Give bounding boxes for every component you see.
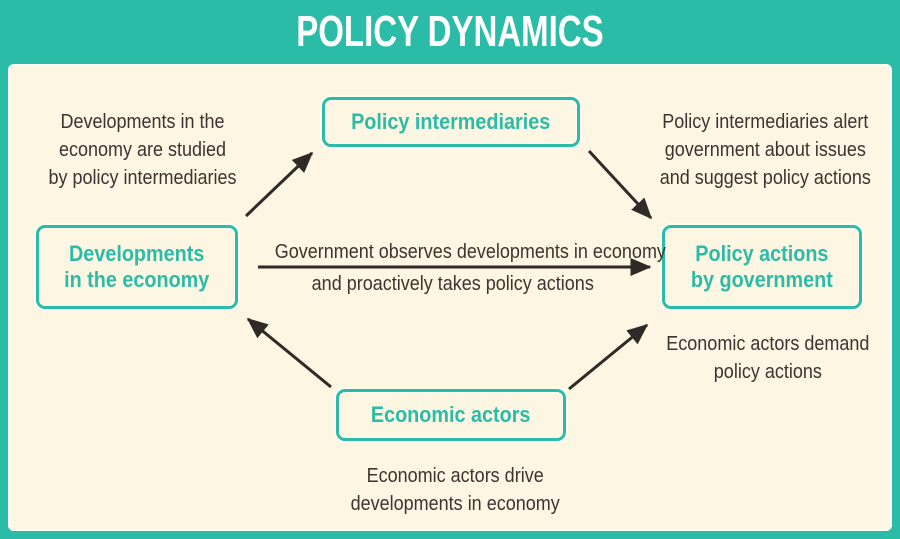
node-policy-actions-by-government-label: Policy actions by government <box>691 241 833 292</box>
annotation-bottom-text: Economic actors drive developments in ec… <box>350 465 560 515</box>
node-developments-in-economy-label: Developments in the economy <box>64 241 210 292</box>
annotation-top-left-text: Developments in the economy are studied … <box>48 111 237 189</box>
annotation-right-lower-text: Economic actors demand policy actions <box>665 333 870 383</box>
annotation-bottom: Economic actors drive developments in ec… <box>335 462 575 518</box>
node-developments-in-economy: Developments in the economy <box>36 225 238 309</box>
node-economic-actors: Economic actors <box>336 389 566 441</box>
annotation-center-top-text: Government observes developments in econ… <box>274 241 666 263</box>
header-band: POLICY DYNAMICS <box>0 0 900 64</box>
annotation-right-lower: Economic actors demand policy actions <box>650 330 885 386</box>
annotation-top-left: Developments in the economy are studied … <box>25 108 260 192</box>
annotation-top-right-text: Policy intermediaries alert government a… <box>659 111 871 189</box>
node-economic-actors-label: Economic actors <box>371 402 531 427</box>
annotation-center-bottom-text: and proactively takes policy actions <box>311 273 595 295</box>
node-policy-intermediaries: Policy intermediaries <box>322 97 580 147</box>
node-policy-intermediaries-label: Policy intermediaries <box>351 109 551 134</box>
annotation-center-top: Government observes developments in econ… <box>253 238 666 266</box>
page-title: POLICY DYNAMICS <box>296 7 604 56</box>
annotation-center-bottom: and proactively takes policy actions <box>253 270 653 298</box>
node-policy-actions-by-government: Policy actions by government <box>662 225 862 309</box>
annotation-top-right: Policy intermediaries alert government a… <box>645 108 885 192</box>
